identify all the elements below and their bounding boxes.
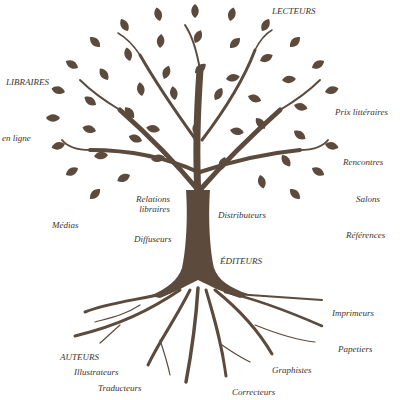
tree-label: Graphistes [272, 365, 312, 375]
tree-label: Papetiers [338, 344, 373, 354]
tree-label: LIBRAIRES [6, 77, 49, 87]
tree-label: Correcteurs [232, 387, 275, 397]
tree-label: AUTEURS [60, 352, 99, 362]
tree-label: Traducteurs [98, 383, 142, 393]
tree-label: LECTEURS [272, 6, 316, 16]
tree-label: ÉDITEURS [220, 256, 262, 266]
tree-label: Imprimeurs [332, 308, 374, 318]
tree-label: Rencontres [343, 157, 383, 167]
tree-label: Illustrateurs [74, 367, 119, 377]
tree-label: Références [346, 230, 385, 240]
tree-label: Salons [356, 194, 380, 204]
tree-label: Médias [52, 220, 79, 230]
tree-label: Distributeurs [218, 210, 266, 220]
tree-label: Prix littéraires [335, 107, 388, 117]
tree-label: Diffuseurs [134, 234, 172, 244]
tree-label: Relations libraires [124, 194, 170, 215]
tree-label: en ligne [2, 133, 31, 143]
